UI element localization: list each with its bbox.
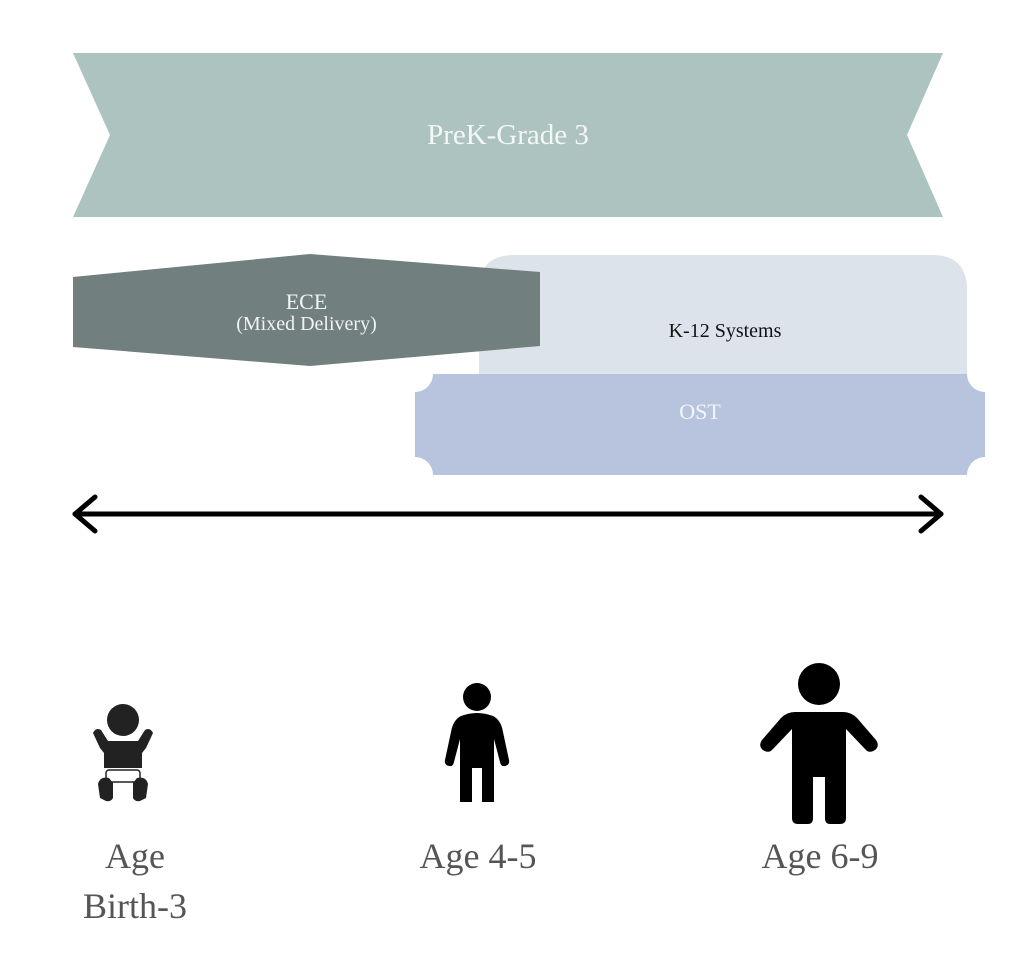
baby-icon (93, 704, 153, 802)
child-icon (760, 663, 878, 824)
timeline-arrow (72, 494, 944, 534)
age-label-birth-3: Age Birth-3 (60, 831, 210, 931)
ece-subtitle: (Mixed Delivery) (236, 313, 377, 335)
ost-shape (415, 374, 985, 475)
age-label-6-9: Age 6-9 (761, 836, 879, 876)
age-label-birth-3-line1: Age (105, 836, 165, 876)
prek-grade3-banner-shape (73, 53, 943, 217)
k12-systems-shape (479, 255, 967, 380)
age-label-4-5: Age 4-5 (419, 836, 537, 876)
ost-label: OST (679, 399, 721, 424)
ece-label: ECE (Mixed Delivery) (73, 289, 540, 336)
toddler-icon (444, 683, 510, 802)
ece-shape (73, 254, 540, 366)
ece-title: ECE (285, 289, 328, 314)
age-label-birth-3-line2: Birth-3 (83, 886, 187, 926)
prek-grade3-label: PreK-Grade 3 (427, 119, 589, 151)
k12-systems-label: K-12 Systems (668, 320, 782, 342)
